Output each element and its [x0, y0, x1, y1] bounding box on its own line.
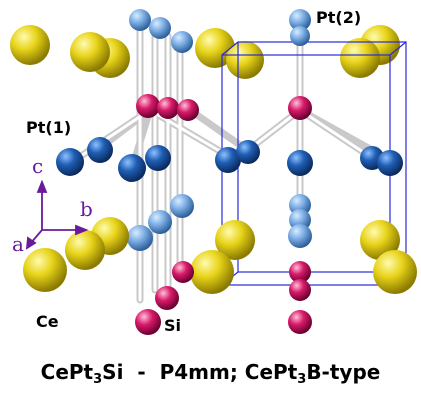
ce-atoms-back [10, 25, 400, 79]
figure-caption: CePt3Si - P4mm; CePt3B-type [0, 360, 421, 387]
label-pt2: Pt(2) [316, 8, 362, 27]
pt-dark-atoms [56, 137, 403, 182]
axis-label-b: b [80, 197, 93, 221]
pt-light-lower-atoms [127, 194, 312, 251]
caption-part1: CePt [40, 360, 94, 384]
label-si: Si [164, 316, 182, 335]
caption-part2: Si - P4mm; CePt [102, 360, 298, 384]
crystal-structure-diagram [10, 9, 417, 335]
axis-label-a: a [12, 232, 24, 256]
axis-label-c: c [32, 154, 44, 178]
caption-part3: B-type [306, 360, 381, 384]
axis-triad [25, 179, 89, 250]
caption-sub2: 3 [297, 372, 307, 387]
label-ce: Ce [36, 312, 59, 331]
si-atoms [135, 261, 312, 335]
ce-atoms-front [23, 217, 417, 294]
label-pt1: Pt(1) [26, 118, 72, 137]
pt-center-atoms [136, 94, 312, 121]
pt-light-atoms [129, 9, 311, 53]
caption-sub1: 3 [93, 372, 103, 387]
